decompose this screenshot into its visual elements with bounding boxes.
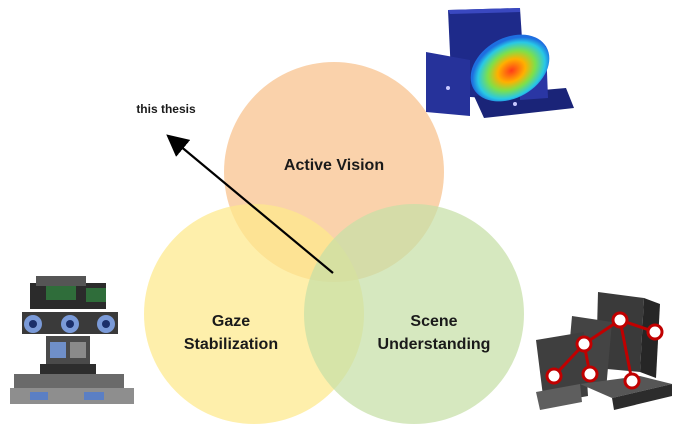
robot-head-image	[10, 276, 134, 404]
scene-graph-nodes	[545, 311, 664, 390]
scene-graph-image	[536, 292, 672, 410]
circle-gaze-stabilization	[144, 204, 364, 424]
active-vision-label: Active Vision	[284, 157, 384, 174]
scene-understanding-label-line1: Scene	[410, 313, 457, 330]
gaze-stabilization-label-line1: Gaze	[212, 313, 250, 330]
thesis-arrow	[166, 134, 334, 274]
circle-scene-understanding	[304, 204, 524, 424]
thesis-annotation: this thesis	[136, 102, 196, 116]
gaze-stabilization-label-line2: Stabilization	[184, 336, 278, 353]
heatmap-panels-image	[426, 8, 574, 118]
scene-understanding-label-line2: Understanding	[378, 336, 491, 353]
